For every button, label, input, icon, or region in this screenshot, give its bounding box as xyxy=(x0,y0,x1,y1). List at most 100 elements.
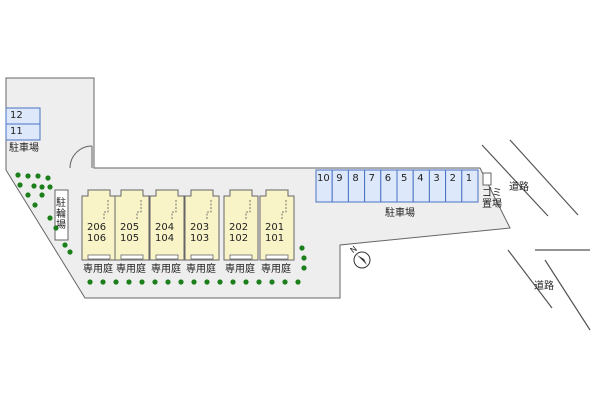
right-parking-label: 駐車場 xyxy=(385,208,415,219)
road-line-3 xyxy=(507,249,553,309)
tree-dot xyxy=(53,225,59,231)
unit-lower-number: 102 xyxy=(229,233,249,244)
unit-upper-number: 204 xyxy=(155,222,175,233)
private-garden-label: 専用庭 xyxy=(83,264,113,275)
tree-dot xyxy=(31,183,37,189)
entrance-step xyxy=(87,254,111,260)
stair-outline xyxy=(281,200,287,220)
road-line-5 xyxy=(544,259,591,331)
right-parking-stall-number: 5 xyxy=(401,173,408,184)
stair-outline xyxy=(136,200,142,220)
road-label-2: 道路 xyxy=(534,281,554,292)
entrance-step xyxy=(155,254,179,260)
left-parking-stall-number: 11 xyxy=(10,126,23,137)
tree-dot xyxy=(25,192,31,198)
tree-dot xyxy=(139,279,145,285)
tree-dot xyxy=(47,215,53,221)
tree-dot xyxy=(35,173,41,179)
road-line-2 xyxy=(509,139,579,216)
tree-dot xyxy=(230,279,236,285)
left-parking-stall xyxy=(5,123,41,141)
building-units xyxy=(81,189,295,261)
building-unit xyxy=(149,189,185,261)
tree-dot xyxy=(295,279,301,285)
tree-dot xyxy=(256,279,262,285)
gate-arc xyxy=(69,145,93,169)
compass-needle xyxy=(357,255,367,265)
private-garden-label: 専用庭 xyxy=(186,264,216,275)
tree-dot xyxy=(178,279,184,285)
private-garden-label: 専用庭 xyxy=(225,264,255,275)
tree-dot xyxy=(269,279,275,285)
right-parking-stall-number: 1 xyxy=(465,173,473,184)
trees xyxy=(15,172,307,285)
right-parking-stall-number: 7 xyxy=(368,173,375,184)
tree-dot xyxy=(32,202,38,208)
building-unit xyxy=(114,189,150,261)
left-parking-stall-number: 12 xyxy=(10,110,23,121)
tree-dot xyxy=(17,182,23,188)
tree-dot xyxy=(15,172,21,178)
entrance-step xyxy=(120,254,144,260)
building-unit xyxy=(184,189,220,261)
road-line-1 xyxy=(481,144,549,217)
tree-dot xyxy=(87,279,93,285)
tree-dot xyxy=(217,279,223,285)
right-parking-stall-number: 2 xyxy=(449,173,456,184)
unit-upper-number: 205 xyxy=(120,222,140,233)
unit-lower-number: 106 xyxy=(87,233,107,244)
tree-dot xyxy=(301,265,307,271)
right-parking-stall-number: 4 xyxy=(417,173,424,184)
tree-dot xyxy=(191,279,197,285)
bike-parking-label: 駐輪場 xyxy=(56,198,66,231)
tree-dot xyxy=(126,279,132,285)
private-garden-label: 専用庭 xyxy=(261,264,291,275)
tree-dot xyxy=(113,279,119,285)
stair-outline xyxy=(103,200,109,220)
right-parking-stall-number: 9 xyxy=(336,173,343,184)
tree-dot xyxy=(152,279,158,285)
tree-dot xyxy=(299,245,305,251)
garbage-area xyxy=(482,172,492,186)
building-unit xyxy=(223,189,259,261)
entrance-step xyxy=(190,254,214,260)
tree-dot xyxy=(282,279,288,285)
left-parking-area xyxy=(5,107,41,141)
tree-dot xyxy=(45,175,51,181)
garbage-label: ゴミ置場 xyxy=(482,188,502,210)
right-parking-stall-number: 10 xyxy=(317,173,330,184)
tree-dot xyxy=(100,279,106,285)
tree-dot xyxy=(39,192,45,198)
unit-lower-number: 105 xyxy=(120,233,140,244)
compass xyxy=(353,251,371,269)
private-garden-label: 専用庭 xyxy=(116,264,146,275)
unit-lower-number: 103 xyxy=(190,233,210,244)
private-garden-label: 専用庭 xyxy=(151,264,181,275)
tree-dot xyxy=(25,173,31,179)
tree-dot xyxy=(39,184,45,190)
stair-outline xyxy=(171,200,177,220)
unit-upper-number: 203 xyxy=(190,222,210,233)
stair-outline xyxy=(245,200,251,220)
building-unit xyxy=(259,189,295,261)
unit-lower-number: 101 xyxy=(265,233,285,244)
tree-dot xyxy=(47,184,53,190)
stair-outline xyxy=(206,200,212,220)
tree-dot xyxy=(301,255,307,261)
left-parking-label: 駐車場 xyxy=(9,143,39,154)
road-label-1: 道路 xyxy=(509,182,529,193)
tree-dot xyxy=(165,279,171,285)
right-parking-stall xyxy=(461,169,479,203)
right-parking-stall-number: 6 xyxy=(384,173,392,184)
unit-upper-number: 202 xyxy=(229,222,249,233)
tree-dot xyxy=(67,249,73,255)
entrance-step xyxy=(229,254,253,260)
unit-upper-number: 201 xyxy=(265,222,285,233)
tree-dot xyxy=(62,242,68,248)
building-unit xyxy=(81,189,117,261)
right-parking-area xyxy=(315,169,479,203)
right-parking-stall-number: 3 xyxy=(433,173,440,184)
unit-upper-number: 206 xyxy=(87,222,107,233)
